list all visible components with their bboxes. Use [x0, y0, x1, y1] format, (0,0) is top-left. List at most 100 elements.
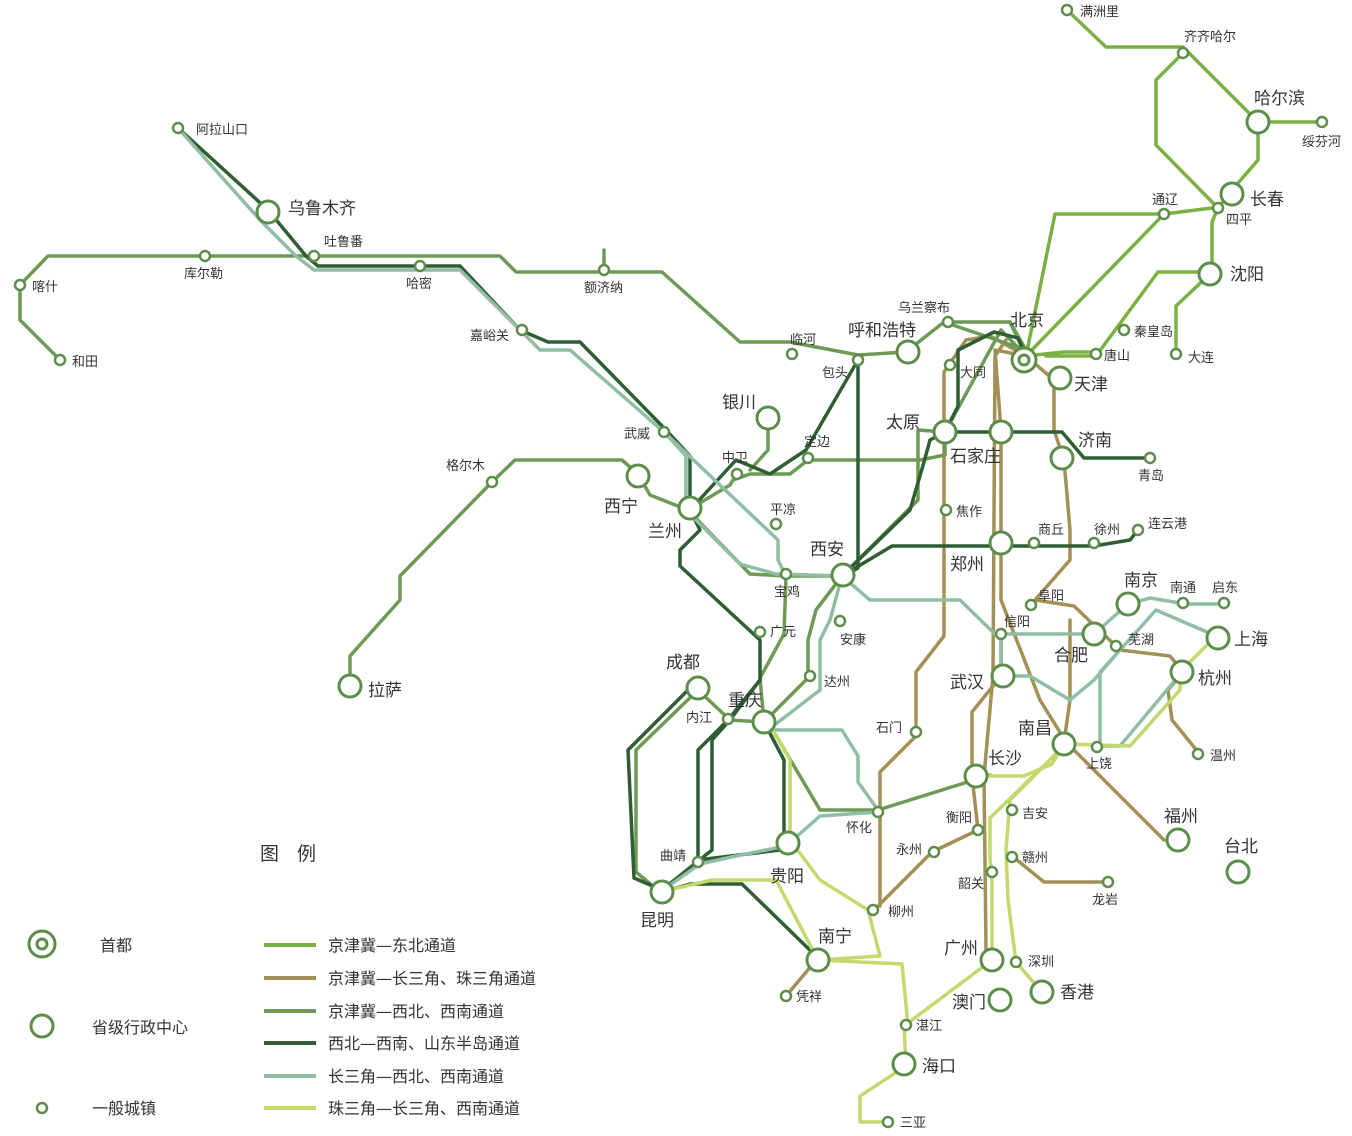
town-marker[interactable] [1131, 523, 1145, 537]
city-marker-changsha[interactable] [963, 763, 989, 789]
town-marker[interactable] [1176, 596, 1190, 610]
city-marker-shijiazhuang[interactable] [988, 419, 1014, 445]
town-marker[interactable] [785, 347, 799, 361]
city-marker-aomen[interactable] [987, 987, 1013, 1013]
town-marker[interactable] [1027, 536, 1041, 550]
map-legend: 图 例 首都 省级行政中心 一般城镇 京津冀—东北通道 京津冀—长三角、珠三角通… [27, 843, 536, 1118]
town-marker[interactable] [801, 451, 815, 465]
town-marker[interactable] [994, 627, 1008, 641]
town-marker[interactable] [1157, 207, 1171, 221]
city-marker-nanning[interactable] [805, 947, 831, 973]
corridor-2-line [878, 334, 1028, 908]
city-marker-haikou[interactable] [891, 1051, 917, 1077]
town-marker[interactable] [721, 712, 735, 726]
town-label: 内江 [686, 710, 712, 726]
town-marker[interactable] [927, 845, 941, 859]
capital-marker-beijing[interactable] [1010, 346, 1038, 374]
town-marker[interactable] [985, 865, 999, 879]
town-marker[interactable] [1315, 115, 1329, 129]
city-marker-huhehaote[interactable] [895, 339, 921, 365]
city-marker-yinchuan[interactable] [755, 405, 781, 431]
city-marker-changchun[interactable] [1219, 181, 1245, 207]
town-marker[interactable] [851, 353, 865, 367]
city-marker-fuzhou[interactable] [1165, 827, 1191, 853]
corridor-3-line [18, 248, 606, 362]
town-marker[interactable] [597, 263, 611, 277]
town-marker[interactable] [1005, 803, 1019, 817]
city-marker-guangzhou[interactable] [979, 947, 1005, 973]
town-label: 宝鸡 [774, 584, 800, 600]
city-marker-wulumuqi[interactable] [255, 199, 281, 225]
city-marker-shenyang[interactable] [1197, 261, 1223, 287]
town-marker[interactable] [730, 467, 744, 481]
town-marker[interactable] [1176, 46, 1190, 60]
city-marker-chengdu[interactable] [685, 675, 711, 701]
city-marker-hefei[interactable] [1081, 621, 1107, 647]
town-marker[interactable] [1143, 451, 1157, 465]
town-marker[interactable] [1024, 598, 1038, 612]
town-marker[interactable] [971, 823, 985, 837]
town-marker[interactable] [941, 315, 955, 329]
town-marker[interactable] [779, 567, 793, 581]
city-marker-taibei[interactable] [1225, 859, 1251, 885]
town-marker[interactable] [1005, 850, 1019, 864]
town-marker[interactable] [691, 855, 705, 869]
city-marker-chongqing[interactable] [751, 709, 777, 735]
city-marker-nanjing[interactable] [1115, 591, 1141, 617]
city-marker-xining[interactable] [625, 463, 651, 489]
town-marker[interactable] [1169, 347, 1183, 361]
town-marker[interactable] [871, 805, 885, 819]
city-marker-guiyang[interactable] [775, 830, 801, 856]
city-marker-wuhan[interactable] [990, 663, 1016, 689]
town-label: 中卫 [722, 451, 748, 466]
town-label: 齐齐哈尔 [1184, 29, 1236, 45]
town-marker[interactable] [939, 503, 953, 517]
city-marker-xianggang[interactable] [1029, 979, 1055, 1005]
town-label: 广元 [770, 625, 796, 640]
town-marker[interactable] [909, 725, 923, 739]
town-marker[interactable] [485, 475, 499, 489]
town-marker[interactable] [1009, 955, 1023, 969]
city-marker-jinan[interactable] [1049, 445, 1075, 471]
town-marker[interactable] [779, 989, 793, 1003]
town-marker[interactable] [833, 614, 847, 628]
city-label: 济南 [1078, 431, 1112, 451]
city-marker-lanzhou[interactable] [677, 495, 703, 521]
town-marker[interactable] [657, 425, 671, 439]
city-marker-zhengzhou[interactable] [988, 530, 1014, 556]
town-marker[interactable] [515, 323, 529, 337]
city-marker-haerbin[interactable] [1245, 109, 1271, 135]
town-marker[interactable] [943, 358, 957, 372]
town-marker[interactable] [881, 1115, 895, 1129]
city-marker-hangzhou[interactable] [1169, 659, 1195, 685]
town-marker[interactable] [1090, 740, 1104, 754]
city-marker-xian[interactable] [830, 562, 856, 588]
town-marker[interactable] [899, 1018, 913, 1032]
town-marker[interactable] [198, 249, 212, 263]
town-marker[interactable] [307, 249, 321, 263]
town-marker[interactable] [803, 669, 817, 683]
city-marker-lasa[interactable] [337, 673, 363, 699]
town-marker[interactable] [413, 259, 427, 273]
town-label: 满洲里 [1080, 5, 1119, 20]
town-marker[interactable] [753, 625, 767, 639]
town-marker[interactable] [1217, 596, 1231, 610]
town-marker[interactable] [769, 517, 783, 531]
city-marker-shanghai[interactable] [1205, 625, 1231, 651]
city-marker-taiyuan[interactable] [932, 419, 958, 445]
city-marker-nanchang[interactable] [1051, 731, 1077, 757]
town-marker[interactable] [1117, 323, 1131, 337]
town-marker[interactable] [1060, 3, 1074, 17]
town-marker[interactable] [1211, 201, 1225, 215]
town-marker[interactable] [1089, 347, 1103, 361]
town-marker[interactable] [53, 353, 67, 367]
town-marker[interactable] [1087, 536, 1101, 550]
city-marker-tianjin[interactable] [1047, 365, 1073, 391]
town-marker[interactable] [1191, 747, 1205, 761]
town-marker[interactable] [1101, 875, 1115, 889]
town-marker[interactable] [13, 278, 27, 292]
town-marker[interactable] [1109, 639, 1123, 653]
town-marker[interactable] [866, 903, 880, 917]
city-marker-kunming[interactable] [649, 879, 675, 905]
town-marker[interactable] [171, 121, 185, 135]
